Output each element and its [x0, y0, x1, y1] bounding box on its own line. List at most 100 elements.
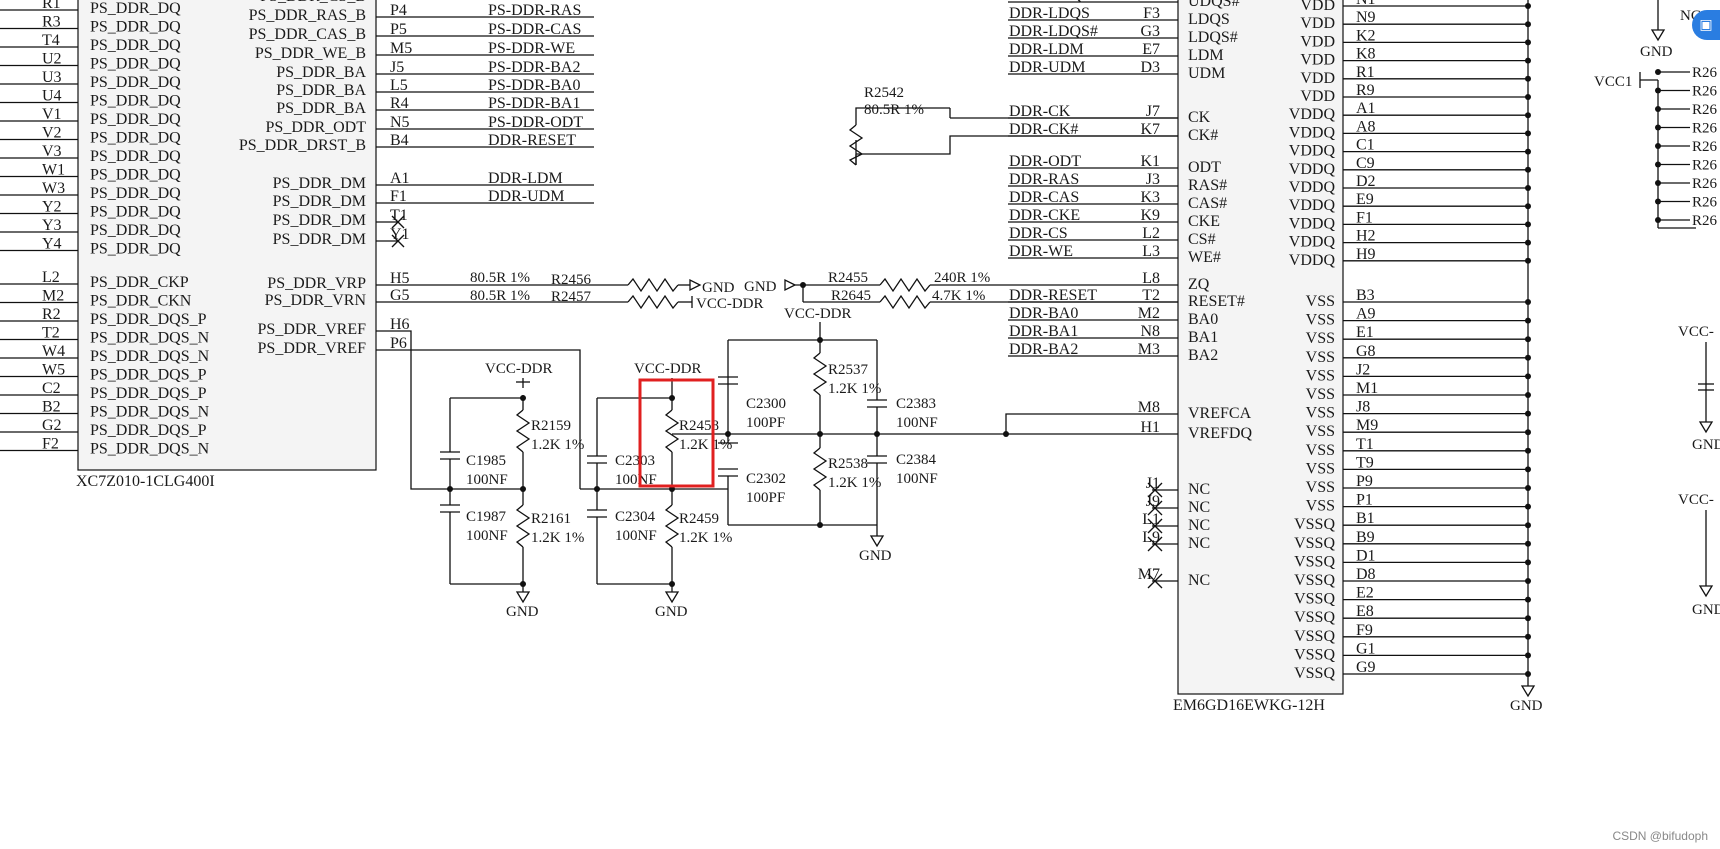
far-right-junction	[1655, 143, 1661, 149]
dram-right-pin-number: P9	[1356, 473, 1373, 490]
fpga-body	[77, 0, 377, 471]
c2384-ref: C2384	[896, 452, 937, 468]
vcc1-label: VCC1	[1594, 74, 1632, 90]
dram-nc-cross	[1147, 500, 1163, 516]
dram-left-pin-number: L3	[1142, 243, 1160, 260]
c2383-value: 100NF	[896, 415, 938, 431]
r2456-ref: R2456	[551, 272, 592, 288]
dram-left-pin-label: CAS#	[1188, 195, 1227, 212]
fpga-left-pin-number: V2	[42, 125, 62, 142]
fpga-right-pin-label: PS_DDR_VREF	[258, 321, 367, 338]
c2302-ref: C2302	[746, 471, 786, 487]
c2303-value: 100NF	[615, 472, 657, 488]
dram-right-pin-label: VSS	[1306, 293, 1335, 310]
dram-left-pin-number: K1	[1140, 153, 1160, 170]
far-right-resistor-label: R26	[1692, 213, 1718, 229]
dram-left-pin-number: J3	[1146, 171, 1160, 188]
dram-left-pins: UDQS#B7DDR-UDQS#LDQSF3DDR-LDQSLDQS#G3DDR…	[1008, 0, 1252, 589]
r2645-value: 4.7K 1%	[932, 288, 985, 304]
dram-right-pin-number: J2	[1356, 361, 1370, 378]
dram-right-pin-number: J8	[1356, 399, 1370, 416]
dram-right-pin-label: VSS	[1306, 498, 1335, 515]
dram-nc-cross	[1147, 518, 1163, 534]
dram-right-pin-number: F1	[1356, 209, 1373, 226]
fpga-part-label: XC7Z010-1CLG400I	[76, 473, 215, 490]
dram-right-pin-number: D1	[1356, 547, 1376, 564]
fpga-right-pin-number: P5	[390, 21, 407, 38]
far-right-resistor-label: R26	[1692, 102, 1718, 118]
fpga-right-pin-label: PS_DDR_CAS_B	[249, 26, 366, 43]
c2304-ref: C2304	[615, 509, 656, 525]
far-right-junction	[1655, 124, 1661, 131]
dram-left-pin-number: M3	[1138, 341, 1160, 358]
dram-left-pin-number: J7	[1146, 103, 1160, 120]
fpga-left-pin-number: T4	[42, 32, 60, 49]
fpga-left-pin-number: G2	[42, 417, 62, 434]
c1987-value: 100NF	[466, 528, 508, 544]
fpga-left-pin-label: PS_DDR_DQS_P	[90, 311, 207, 328]
floating-widget-icon[interactable]: ▣	[1692, 10, 1720, 40]
dram-right-pin-number: H2	[1356, 228, 1376, 245]
dram-left-pin-number: L2	[1142, 225, 1160, 242]
fpga-left-pin-number: R2	[42, 306, 61, 323]
dram-left-pin-number: L1	[1142, 511, 1160, 528]
fpga-right-pin-number: J5	[390, 59, 404, 76]
fpga-left-pin-label: PS_DDR_DQ	[90, 56, 181, 73]
dram-right-pin-number: B3	[1356, 287, 1375, 304]
dram-left-pin-number: L8	[1142, 270, 1160, 287]
fpga-net-label: PS-DDR-ODT	[488, 114, 583, 131]
fpga-left-pin-number: M2	[42, 288, 64, 305]
fpga-left-pin-number: B2	[42, 399, 61, 416]
fpga-left-pin-label: PS_DDR_DQ	[90, 93, 181, 110]
fpga-right-pin-number: B4	[390, 132, 409, 149]
far-right-junction	[1655, 69, 1661, 75]
vcc-ddr-label-1: VCC-DDR	[485, 361, 553, 377]
fpga-net-label: PS-DDR-BA1	[488, 95, 580, 112]
r2159-ref: R2159	[531, 418, 571, 434]
c1987-ref: C1987	[466, 509, 507, 525]
r2455-value: 240R 1%	[934, 270, 990, 286]
fpga-left-pin-number: T2	[42, 325, 60, 342]
r2459-ref: R2459	[679, 511, 719, 527]
fpga-right-pin-number: M5	[390, 40, 412, 57]
far-right-resistor-label: R26	[1692, 176, 1718, 192]
dram-right-pin-label: VDDQ	[1289, 197, 1336, 214]
dram-left-pin-label: CK	[1188, 109, 1211, 126]
fpga-right-pin-label: PS_DDR_VRN	[265, 292, 367, 309]
fpga-left-pin-label: PS_DDR_DQ	[90, 204, 181, 221]
r2645-ref: R2645	[831, 288, 871, 304]
c2383-ref: C2383	[896, 396, 936, 412]
r2455-ref: R2455	[828, 270, 868, 286]
fpga-right-pin-label: PS_DDR_BA	[276, 64, 366, 81]
dram-left-pin-label: NC	[1188, 535, 1210, 552]
fpga-left-pin-label: PS_DDR_DQ	[90, 241, 181, 258]
r2458-value: 1.2K 1%	[679, 437, 732, 453]
c2384-value: 100NF	[896, 471, 938, 487]
gnd-label-far-right-3: GND	[1692, 602, 1720, 618]
far-right-junction	[1655, 217, 1661, 223]
fpga-left-pin-number: U3	[42, 69, 62, 86]
dram-left-pin-number: K3	[1140, 189, 1160, 206]
r2537-ref: R2537	[828, 362, 869, 378]
fpga-left-pin-number: W4	[42, 343, 65, 360]
dram-net-label: DDR-BA0	[1009, 305, 1078, 322]
dram-right-pin-number: T9	[1356, 454, 1374, 471]
fpga-left-pin-label: PS_DDR_DQS_N	[90, 330, 210, 347]
gnd-label-dram: GND	[1510, 698, 1543, 714]
fpga-right-pin-label: PS_DDR_DM	[273, 175, 366, 192]
dram-net-label: DDR-LDQS#	[1009, 23, 1098, 40]
dram-left-pin-label: VREFCA	[1188, 405, 1252, 422]
dram-net-label: DDR-WE	[1009, 243, 1073, 260]
vcc-ddr-label-2: VCC-DDR	[634, 361, 702, 377]
fpga-right-pin-number: F1	[390, 188, 407, 205]
dram-right-pin-number: G9	[1356, 659, 1376, 676]
dram-net-label: DDR-CKE	[1009, 207, 1080, 224]
fpga-left-pin-label: PS_DDR_DQ	[90, 0, 181, 17]
dram-right-pin-number: M9	[1356, 417, 1378, 434]
dram-left-pin-number: D3	[1140, 59, 1160, 76]
c1985-ref: C1985	[466, 453, 506, 469]
dram-right-pin-label: VDD	[1300, 33, 1335, 50]
gnd-label-3: GND	[859, 548, 892, 564]
